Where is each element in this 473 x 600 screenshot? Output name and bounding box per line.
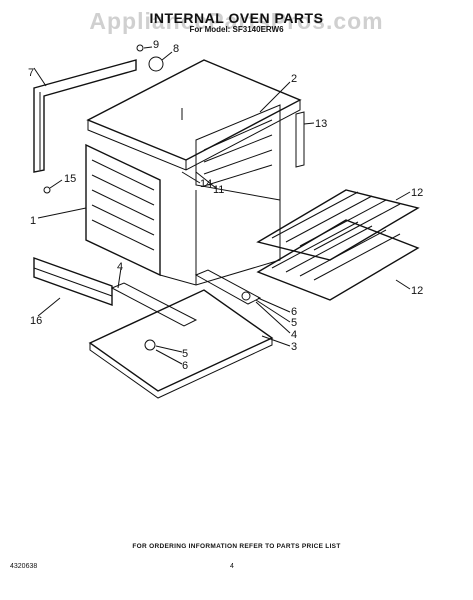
bake-element [110,269,262,327]
element-shield [33,257,113,306]
vent-strip [295,111,305,168]
callout-4b: 4 [291,329,297,341]
callout-6b: 6 [182,360,188,372]
callout-11: 11 [213,184,224,196]
callout-16: 16 [30,315,42,327]
callout-13: 13 [315,118,327,130]
callout-4a: 4 [117,261,123,273]
callout-8: 8 [173,43,179,55]
oven-rack-lower [256,219,420,301]
callout-15: 15 [64,173,76,185]
document-number: 4320638 [10,563,38,570]
page-number: 4 [230,563,234,570]
callout-2: 2 [291,73,297,85]
callout-9: 9 [153,39,159,51]
fastener-5 [144,339,156,351]
ordering-note: FOR ORDERING INFORMATION REFER TO PARTS … [132,543,341,550]
lamp-cover [136,44,144,52]
watermark: AppliancePartsPros.com [89,8,384,34]
callout-12a: 12 [411,187,423,199]
oven-left-panel [85,143,161,277]
callout-7: 7 [28,67,34,79]
oven-rear-panel [159,104,281,286]
callout-3: 3 [291,341,297,353]
callout-12b: 12 [411,285,423,297]
oven-lamp [148,56,164,72]
oven-top-panel [86,59,302,171]
model-subtitle: For Model: SF3140ERW6 [189,25,284,34]
leader-lines [33,46,411,365]
callout-5b: 5 [182,348,188,360]
callout-6a: 6 [291,306,297,318]
callout-5a: 5 [291,317,297,329]
page-title: INTERNAL OVEN PARTS [149,10,324,26]
callout-14: 14 [200,178,212,190]
fastener-15 [43,186,51,194]
door-seal-panel [33,59,137,173]
callout-1: 1 [30,215,36,227]
oven-bottom-panel [88,289,274,399]
fastener-6 [241,291,251,301]
